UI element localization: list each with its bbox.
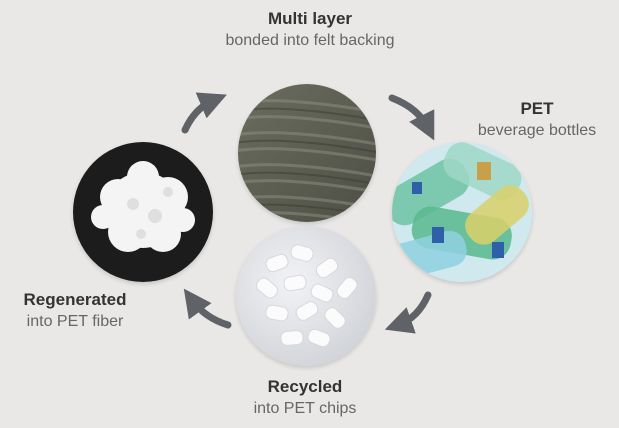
step-title: Recycled bbox=[267, 377, 343, 396]
step-subtitle: into PET chips bbox=[253, 400, 357, 417]
step-recycled-label: Recycled into PET chips bbox=[200, 376, 410, 420]
cycle-arrow-icon bbox=[384, 291, 432, 334]
cycle-arrow-icon bbox=[183, 288, 232, 329]
step-subtitle: beverage bottles bbox=[477, 122, 597, 139]
step-regenerated-label: Regenerated into PET fiber bbox=[0, 289, 150, 333]
step-title: Regenerated bbox=[23, 290, 127, 309]
step-subtitle: bonded into felt backing bbox=[225, 32, 395, 49]
step-title: Multi layer bbox=[267, 9, 353, 28]
cycle-arrow-icon bbox=[181, 92, 227, 134]
step-pet-label: PET beverage bottles bbox=[462, 98, 612, 142]
cycle-arrow-icon bbox=[388, 94, 435, 141]
step-multi-layer-label: Multi layer bonded into felt backing bbox=[190, 8, 430, 52]
pet-chips-image bbox=[236, 226, 376, 366]
pet-fiber-image bbox=[73, 142, 213, 282]
step-title: PET bbox=[520, 99, 554, 118]
step-subtitle: into PET fiber bbox=[26, 313, 124, 330]
